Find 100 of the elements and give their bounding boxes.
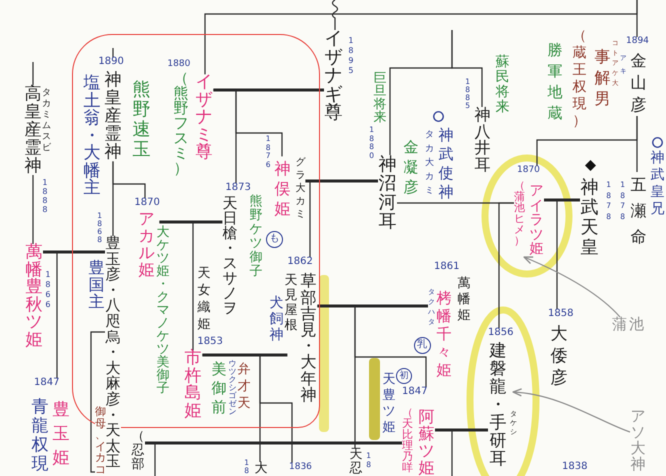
alias-text: 犬飼神 bbox=[269, 295, 284, 344]
name-text: 天豊ツ姫 bbox=[382, 372, 396, 436]
connector-line bbox=[213, 88, 324, 92]
alias-text: （天比理乃咩 bbox=[402, 407, 414, 473]
name-text: 豊玉彦・八咫烏・大麻彦・天太玉 bbox=[105, 236, 121, 470]
name-text: 大倭彦 bbox=[550, 323, 568, 389]
alias-text: 巨旦将来 bbox=[373, 72, 387, 124]
number-note: 1890 bbox=[98, 57, 124, 68]
name-text: 高皇産霊神 bbox=[24, 85, 42, 175]
alias-text: 豊国主 bbox=[88, 259, 105, 310]
name-text: イザナミ尊 bbox=[195, 74, 214, 162]
reading-note: タカ大カミ bbox=[425, 129, 434, 198]
circled-sign: も bbox=[266, 230, 283, 248]
number-note: 1836 bbox=[289, 463, 312, 472]
connector-line bbox=[112, 161, 146, 198]
circled-sign: 初 bbox=[396, 368, 412, 384]
number-note: 1870 bbox=[517, 166, 540, 175]
name-text: 神武天皇 bbox=[580, 178, 599, 258]
alias-text: 塩土翁・大幡主 bbox=[83, 75, 102, 198]
connector-line bbox=[435, 429, 453, 476]
alias-text: 勝軍地蔵 bbox=[547, 40, 563, 124]
alias-text: 熊野ケツ御子 bbox=[249, 195, 263, 280]
alias-text: 美御前 bbox=[211, 360, 227, 418]
alias-text: 事解男 bbox=[594, 46, 611, 109]
name-text: 草部吉見・大年神 bbox=[300, 273, 318, 404]
name-text: 神沼河耳 bbox=[378, 155, 397, 231]
name-text: 神俣姫 bbox=[274, 159, 292, 220]
number-note: 1880 bbox=[167, 60, 190, 70]
name-text: 金山彦 bbox=[630, 50, 647, 116]
alias-text: 青龍权現 bbox=[31, 398, 49, 474]
number-note: 1873 bbox=[225, 183, 251, 194]
name-text: 萬幡豊秋ツ姫 bbox=[25, 244, 43, 349]
name-text: 神八井耳 bbox=[474, 107, 491, 173]
number-note: 1870 bbox=[134, 198, 160, 208]
connector-line bbox=[159, 220, 222, 224]
alias-text: 天見屋根 bbox=[284, 273, 298, 334]
connector-line bbox=[636, 0, 638, 37]
name-text: 神武皇兄 bbox=[650, 150, 665, 218]
name-text: 五瀬命 bbox=[630, 174, 647, 248]
connector-line bbox=[332, 0, 338, 30]
number-note: 1838 bbox=[562, 462, 588, 472]
name-text: アソ大神 bbox=[630, 408, 646, 472]
connector-line bbox=[317, 305, 427, 387]
connector-line bbox=[159, 221, 194, 350]
alias-text: （熊野フスミ） bbox=[173, 71, 189, 176]
name-text: アイラツ姫 bbox=[529, 184, 544, 256]
name-text: 天忍 bbox=[349, 448, 363, 476]
connector-line bbox=[213, 89, 283, 156]
number-note: 1866 bbox=[45, 270, 51, 310]
circled-sign: 乳 bbox=[414, 336, 430, 354]
number-note: 1888 bbox=[42, 178, 48, 214]
number-note: 1895 bbox=[348, 36, 354, 76]
connector-line bbox=[202, 354, 288, 356]
name-text: 神皇産霊神 bbox=[104, 71, 122, 162]
reading-note: タカミムスビ bbox=[42, 88, 52, 154]
arrow bbox=[523, 256, 620, 318]
connector-line bbox=[32, 175, 34, 244]
alias-text: 萬幡姫 bbox=[457, 276, 471, 324]
connector-line bbox=[90, 331, 105, 473]
connector-line bbox=[435, 428, 488, 432]
name-text: 天日槍・スサノヲ bbox=[222, 196, 238, 316]
number-note: 1853 bbox=[197, 337, 223, 348]
name-text: アカル姫 bbox=[138, 210, 156, 278]
reading-note: ウツクシゴゼン bbox=[228, 360, 237, 416]
name-text: （忍部 bbox=[131, 430, 145, 472]
connector-line bbox=[112, 48, 114, 58]
number-note: 1847 bbox=[34, 378, 60, 388]
alias-text: 弁才天 bbox=[237, 361, 251, 412]
connector-line bbox=[202, 354, 293, 463]
name-text: 建磐龍・手研耳 bbox=[489, 342, 507, 468]
alias-text: 大ケツ姫・クマノケツ美御子 bbox=[156, 226, 170, 396]
connector-line bbox=[536, 116, 638, 166]
alias-text: （蔵王权現） bbox=[572, 28, 587, 130]
connector-line bbox=[451, 30, 483, 107]
name-text: 大 bbox=[254, 462, 268, 475]
connector-line bbox=[498, 202, 514, 328]
number-note: 1847 bbox=[402, 387, 428, 397]
arrow bbox=[512, 388, 630, 433]
connector-line bbox=[309, 180, 378, 258]
connector-line bbox=[43, 250, 105, 254]
alias-text: （蒲池ヒメ） bbox=[514, 180, 526, 246]
connector-line bbox=[317, 304, 428, 308]
alias-text: 天女織姫 bbox=[197, 265, 211, 334]
name-text: 栲幡千々姫 bbox=[436, 289, 452, 379]
name-text: 豊玉姫 bbox=[52, 399, 70, 470]
number-note: 1858 bbox=[548, 309, 574, 319]
name-text: 蒲池 bbox=[612, 317, 646, 332]
number-note: 1862 bbox=[287, 257, 313, 268]
number-note: 1894 bbox=[626, 37, 649, 46]
alias-text: 蘇民将来 bbox=[495, 55, 510, 115]
connector-line bbox=[145, 442, 402, 444]
name-text: イザナギ尊 bbox=[324, 30, 343, 122]
connector-line bbox=[544, 198, 580, 202]
connector-line bbox=[145, 442, 156, 476]
note-text: 御母、イカコ bbox=[95, 406, 106, 475]
alias-text: 金凝彦 bbox=[403, 137, 419, 197]
reading-note: グラ大カミ bbox=[295, 156, 306, 222]
connector-line bbox=[32, 62, 34, 85]
connector-line bbox=[43, 251, 58, 378]
name-text: 阿蘇ツ姫 bbox=[418, 408, 435, 476]
